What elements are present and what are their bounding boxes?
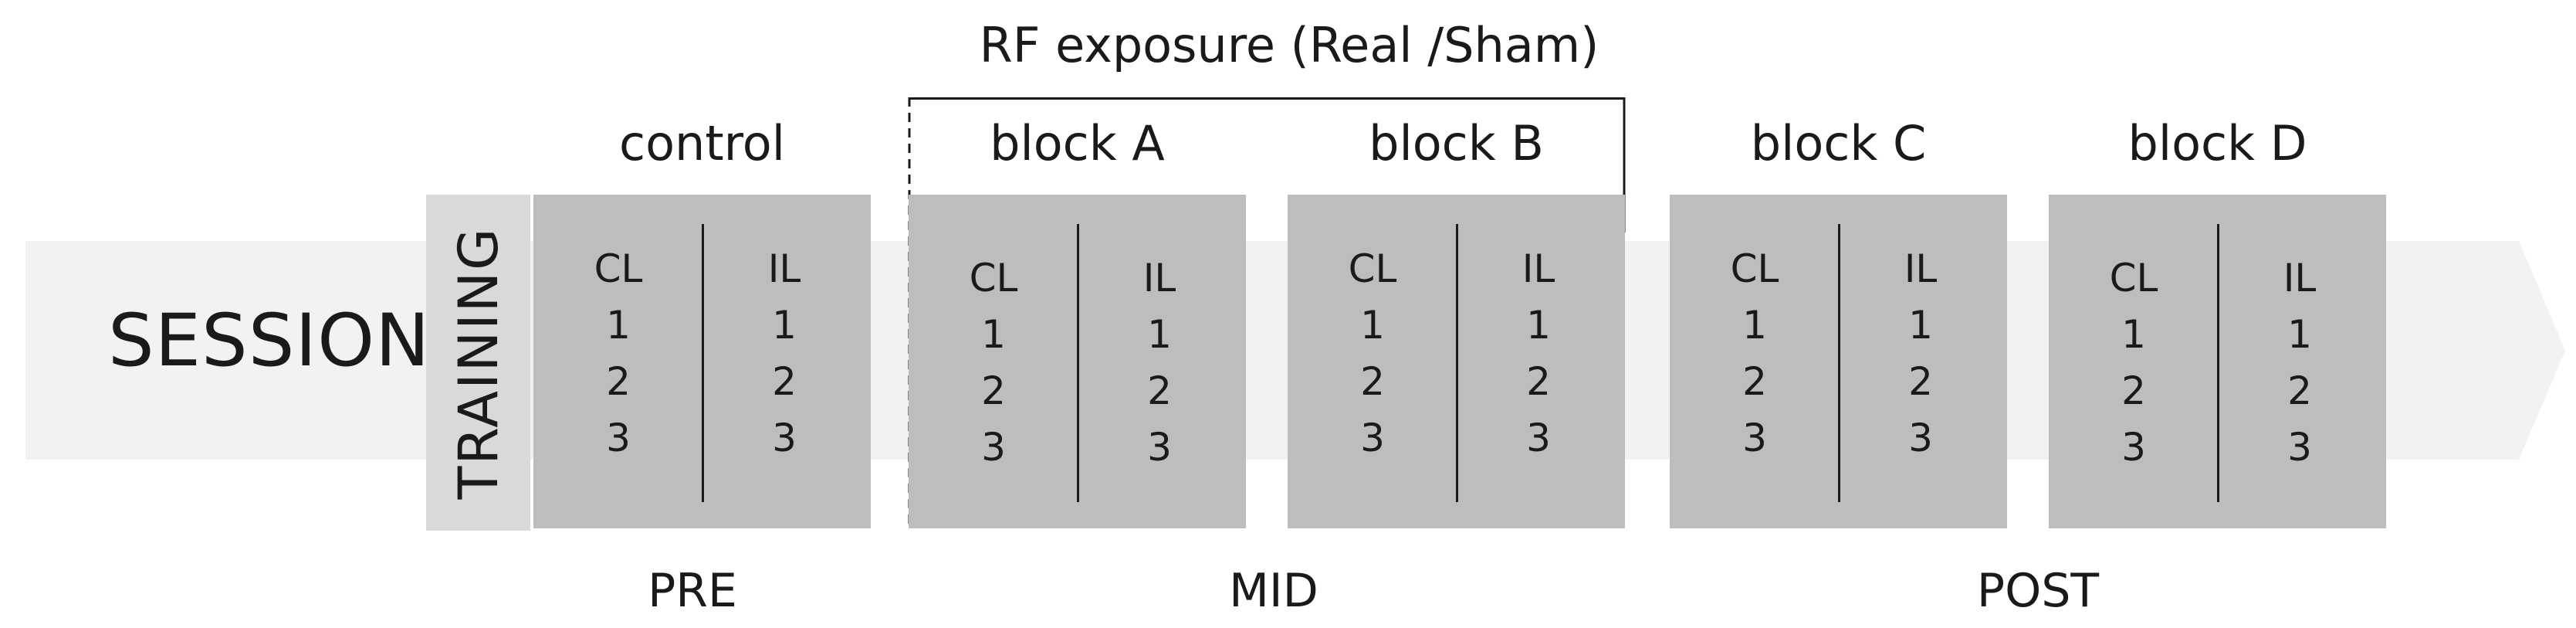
right-column-value: 3 — [2287, 425, 2312, 470]
block-divider — [701, 224, 704, 502]
training-label: TRAINING — [446, 226, 510, 499]
right-column-value: 2 — [1908, 359, 1933, 404]
left-column-header: CL — [1730, 246, 1779, 291]
left-column-value: 2 — [1742, 359, 1767, 404]
left-column-value: 1 — [2121, 312, 2146, 357]
left-column-value: 3 — [981, 425, 1006, 470]
session-label: SESSION — [108, 299, 431, 383]
right-column-header: IL — [1522, 246, 1555, 291]
block-divider — [1076, 224, 1079, 502]
block-control: CL 1 2 3 IL 1 2 3 — [533, 195, 871, 528]
left-column: CL 1 2 3 — [1693, 241, 1816, 467]
left-column-value: 3 — [2121, 425, 2146, 470]
right-column-value: 3 — [772, 416, 797, 460]
left-column: CL 1 2 3 — [932, 250, 1055, 476]
block-title: block D — [2127, 115, 2307, 171]
right-column: IL 1 2 3 — [1859, 241, 1982, 467]
right-column-value: 3 — [1526, 416, 1551, 460]
right-column-value: 1 — [1147, 312, 1172, 357]
left-column-value: 1 — [1360, 303, 1385, 348]
right-column-value: 1 — [772, 303, 797, 348]
right-column-header: IL — [1904, 246, 1938, 291]
block-c: CL 1 2 3 IL 1 2 3 — [1670, 195, 2007, 528]
block-title: block A — [990, 115, 1165, 171]
left-column-value: 3 — [606, 416, 631, 460]
right-column-value: 1 — [1526, 303, 1551, 348]
right-column-value: 1 — [2287, 312, 2312, 357]
right-column: IL 1 2 3 — [723, 241, 846, 467]
right-column: IL 1 2 3 — [2238, 250, 2361, 476]
right-column: IL 1 2 3 — [1098, 250, 1221, 476]
right-column-header: IL — [767, 246, 801, 291]
block-d: CL 1 2 3 IL 1 2 3 — [2049, 195, 2386, 528]
left-column-value: 2 — [981, 368, 1006, 413]
rf-exposure-label: RF exposure (Real /Sham) — [979, 17, 1599, 73]
training-box: TRAINING — [426, 195, 530, 531]
phase-mid: MID — [1229, 564, 1318, 618]
left-column-value: 1 — [606, 303, 631, 348]
phase-pre: PRE — [648, 564, 737, 618]
block-divider — [1455, 224, 1458, 502]
right-column-value: 2 — [1526, 359, 1551, 404]
right-column-value: 2 — [772, 359, 797, 404]
right-column-value: 3 — [1908, 416, 1933, 460]
right-column-header: IL — [2283, 256, 2317, 300]
left-column-value: 3 — [1360, 416, 1385, 460]
left-column-value: 2 — [1360, 359, 1385, 404]
left-column-header: CL — [969, 256, 1018, 300]
left-column-value: 3 — [1742, 416, 1767, 460]
right-column: IL 1 2 3 — [1477, 241, 1600, 467]
block-title: control — [619, 115, 785, 171]
left-column-value: 2 — [606, 359, 631, 404]
block-divider — [1837, 224, 1840, 502]
right-column-header: IL — [1142, 256, 1176, 300]
left-column: CL 1 2 3 — [557, 241, 680, 467]
block-title: block B — [1369, 115, 1544, 171]
block-a: CL 1 2 3 IL 1 2 3 — [909, 195, 1246, 528]
left-column-value: 1 — [981, 312, 1006, 357]
right-column-value: 2 — [1147, 368, 1172, 413]
right-column-value: 1 — [1908, 303, 1933, 348]
block-b: CL 1 2 3 IL 1 2 3 — [1288, 195, 1625, 528]
block-title: block C — [1750, 115, 1927, 171]
block-divider — [2216, 224, 2219, 502]
left-column: CL 1 2 3 — [1311, 241, 1434, 467]
left-column: CL 1 2 3 — [2072, 250, 2195, 476]
left-column-value: 2 — [2121, 368, 2146, 413]
phase-post: POST — [1976, 564, 2100, 618]
left-column-header: CL — [594, 246, 643, 291]
left-column-header: CL — [2109, 256, 2158, 300]
right-column-value: 3 — [1147, 425, 1172, 470]
right-column-value: 2 — [2287, 368, 2312, 413]
left-column-value: 1 — [1742, 303, 1767, 348]
left-column-header: CL — [1348, 246, 1397, 291]
